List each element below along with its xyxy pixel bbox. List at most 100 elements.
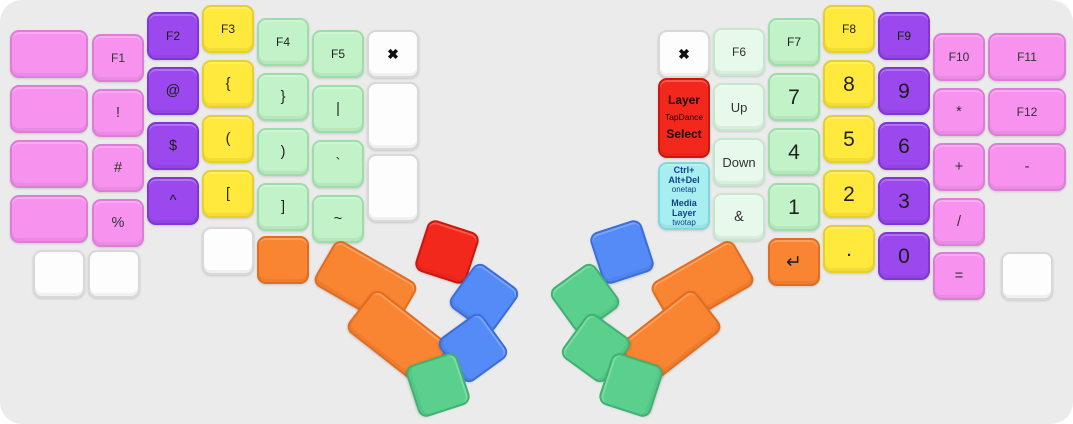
key-label: = — [954, 267, 964, 284]
key-f6[interactable]: F6 — [713, 28, 765, 76]
key-9[interactable]: 9 — [878, 67, 930, 115]
key-blank-outer-l3[interactable] — [10, 140, 88, 188]
key-dollar[interactable]: $ — [147, 122, 199, 170]
key-blank-bottom-r[interactable] — [1001, 252, 1053, 300]
key-1[interactable]: 1 — [768, 183, 820, 231]
key-label: ) — [280, 143, 286, 160]
key-pipe[interactable]: | — [312, 85, 364, 133]
key-label: F7 — [786, 35, 801, 49]
key-label: 3 — [898, 189, 910, 213]
key-label-line: Layer — [671, 207, 697, 218]
key-close-left[interactable]: ✖ — [367, 30, 419, 78]
key-label: / — [956, 213, 962, 230]
key-blank-bottom-l4[interactable] — [257, 236, 309, 284]
key-label: % — [111, 214, 125, 231]
key-label: * — [956, 103, 962, 120]
key-8[interactable]: 8 — [823, 60, 875, 108]
key-rbrace[interactable]: } — [257, 73, 309, 121]
key-blank-outer-l2[interactable] — [10, 85, 88, 133]
key-exclamation[interactable]: ! — [92, 89, 144, 137]
key-label: 4 — [788, 140, 800, 164]
key-blank-inner-l2[interactable] — [367, 154, 419, 222]
key-caret[interactable]: ^ — [147, 177, 199, 225]
key-label: 8 — [843, 72, 855, 96]
key-label: $ — [168, 137, 178, 154]
key-label: 2 — [843, 182, 855, 206]
key-backtick[interactable]: ` — [312, 140, 364, 188]
key-lparen[interactable]: ( — [202, 115, 254, 163]
key-4[interactable]: 4 — [768, 128, 820, 176]
key-f12[interactable]: F12 — [988, 88, 1066, 136]
key-label: & — [734, 208, 744, 225]
key-label: F3 — [220, 22, 235, 36]
key-label-line: Alt+Del — [668, 174, 700, 185]
key-minus[interactable]: - — [988, 143, 1066, 191]
key-label: ~ — [333, 210, 343, 227]
key-label-line: Layer — [667, 93, 701, 108]
key-asterisk[interactable]: * — [933, 88, 985, 136]
key-plus[interactable]: + — [933, 143, 985, 191]
key-f4[interactable]: F4 — [257, 18, 309, 66]
key-blank-bottom-l3[interactable] — [202, 227, 254, 275]
key-label: F1 — [110, 51, 125, 65]
key-6[interactable]: 6 — [878, 122, 930, 170]
key-blank-outer-l4[interactable] — [10, 195, 88, 243]
key-equals[interactable]: = — [933, 252, 985, 300]
key-label: | — [336, 100, 340, 117]
key-label: F11 — [1017, 50, 1037, 64]
key-lbrace[interactable]: { — [202, 60, 254, 108]
key-hash[interactable]: # — [92, 144, 144, 192]
key-label: F9 — [896, 29, 911, 43]
key-7[interactable]: 7 — [768, 73, 820, 121]
key-at[interactable]: @ — [147, 67, 199, 115]
key-label: 7 — [788, 85, 800, 109]
key-f2[interactable]: F2 — [147, 12, 199, 60]
key-lbracket[interactable]: [ — [202, 170, 254, 218]
key-rparen[interactable]: ) — [257, 128, 309, 176]
key-f3[interactable]: F3 — [202, 5, 254, 53]
key-label: ` — [335, 155, 341, 172]
key-label: 0 — [898, 244, 910, 268]
key-f10[interactable]: F10 — [933, 33, 985, 81]
key-slash[interactable]: / — [933, 198, 985, 246]
key-label: F2 — [165, 29, 180, 43]
key-label: @ — [165, 82, 181, 99]
key-ampersand[interactable]: & — [713, 193, 765, 241]
key-blank-outer-l1[interactable] — [10, 30, 88, 78]
key-close-right[interactable]: ✖ — [658, 30, 710, 78]
key-blank-bottom-l2[interactable] — [88, 250, 140, 298]
key-up[interactable]: Up — [713, 83, 765, 131]
key-3[interactable]: 3 — [878, 177, 930, 225]
key-f1[interactable]: F1 — [92, 34, 144, 82]
key-f9[interactable]: F9 — [878, 12, 930, 60]
key-period[interactable]: . — [823, 225, 875, 273]
key-f7[interactable]: F7 — [768, 18, 820, 66]
key-f5[interactable]: F5 — [312, 30, 364, 78]
key-label-line: onetap — [671, 185, 697, 195]
key-label: ( — [225, 130, 231, 147]
key-enter[interactable]: ↵ — [768, 238, 820, 286]
key-blank-inner-l1[interactable] — [367, 82, 419, 150]
key-2[interactable]: 2 — [823, 170, 875, 218]
key-label: - — [1024, 158, 1030, 175]
key-label: } — [280, 88, 286, 105]
key-label: Up — [730, 99, 748, 115]
key-tilde[interactable]: ~ — [312, 195, 364, 243]
key-rbracket[interactable]: ] — [257, 183, 309, 231]
key-f8[interactable]: F8 — [823, 5, 875, 53]
key-f11[interactable]: F11 — [988, 33, 1066, 81]
key-label: ↵ — [786, 251, 802, 273]
key-down[interactable]: Down — [713, 138, 765, 186]
key-blank-bottom-l1[interactable] — [33, 250, 85, 298]
key-label: + — [954, 158, 964, 175]
key-label-line: Ctrl+ — [673, 164, 695, 175]
key-percent[interactable]: % — [92, 199, 144, 247]
key-label: F12 — [1016, 105, 1038, 119]
key-5[interactable]: 5 — [823, 115, 875, 163]
key-label: { — [225, 75, 231, 92]
key-label: 6 — [898, 134, 910, 158]
key-0[interactable]: 0 — [878, 232, 930, 280]
